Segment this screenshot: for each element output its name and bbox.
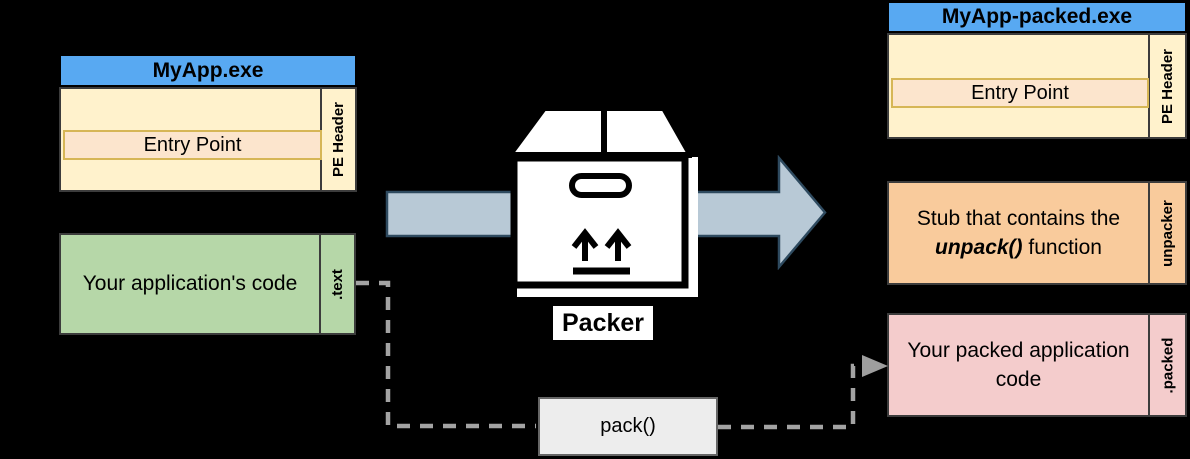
right-exe-title-bar: MyApp-packed.exe [887,1,1187,33]
unpacker-content-line1: Stub that contains the [916,206,1121,230]
left-text-section-body: Your application's code [61,235,319,333]
packed-section: Your packed application code .packed [887,313,1187,417]
unpacker-content-line2: unpack() function [917,233,1120,262]
unpacker-strip: unpacker [1148,183,1185,283]
unpacker-label: unpacker [1159,199,1177,267]
left-entry-point-box: Entry Point [63,130,322,160]
right-entry-point-label: Entry Point [971,82,1069,104]
right-entry-point-box: Entry Point [891,78,1149,108]
dashed-connector-arrowhead [862,355,888,377]
packer-label: Packer [561,308,645,337]
dashed-connector-pack-to-packed [718,363,861,430]
right-pe-header-label: PE Header [1159,48,1177,124]
left-exe-title-bar: MyApp.exe [59,54,357,87]
unpack-function-name: unpack() [935,236,1023,259]
left-text-section-label: .text [329,268,346,300]
right-pe-header-strip: PE Header [1148,35,1185,137]
packed-section-content: Your packed application code [907,338,1130,391]
left-exe-title: MyApp.exe [152,58,264,82]
pack-function-box: pack() [538,397,718,456]
left-entry-point-label: Entry Point [143,134,242,156]
left-pe-header-section: Entry Point PE Header [59,87,357,192]
unpacker-section-body: Stub that contains the unpack() function [889,183,1148,283]
unpacker-content-suffix: function [1022,236,1102,259]
dashed-connector-text-to-pack [356,280,536,429]
left-pe-header-label: PE Header [330,101,348,178]
left-pe-header-strip: PE Header [320,89,355,190]
right-entry-point-tick [877,84,884,91]
right-pe-header-body: Entry Point [889,35,1149,137]
left-text-section-content: Your application's code [82,272,298,296]
unpacker-section: Stub that contains the unpack() function… [887,181,1187,285]
package-box-icon [507,105,698,297]
right-exe-title: MyApp-packed.exe [941,5,1133,28]
packed-section-body: Your packed application code [889,315,1148,415]
left-entry-point-tick [47,137,52,144]
left-pe-header-body: Entry Point [61,89,322,190]
right-pe-header-section: Entry Point PE Header [887,33,1187,139]
packer-label-box: Packer [553,306,653,340]
packed-label: .packed [1159,337,1176,393]
left-text-section-strip: .text [319,235,354,333]
packed-strip: .packed [1148,315,1185,415]
pack-function-label: pack() [600,415,656,437]
left-text-section: Your application's code .text [59,233,356,335]
